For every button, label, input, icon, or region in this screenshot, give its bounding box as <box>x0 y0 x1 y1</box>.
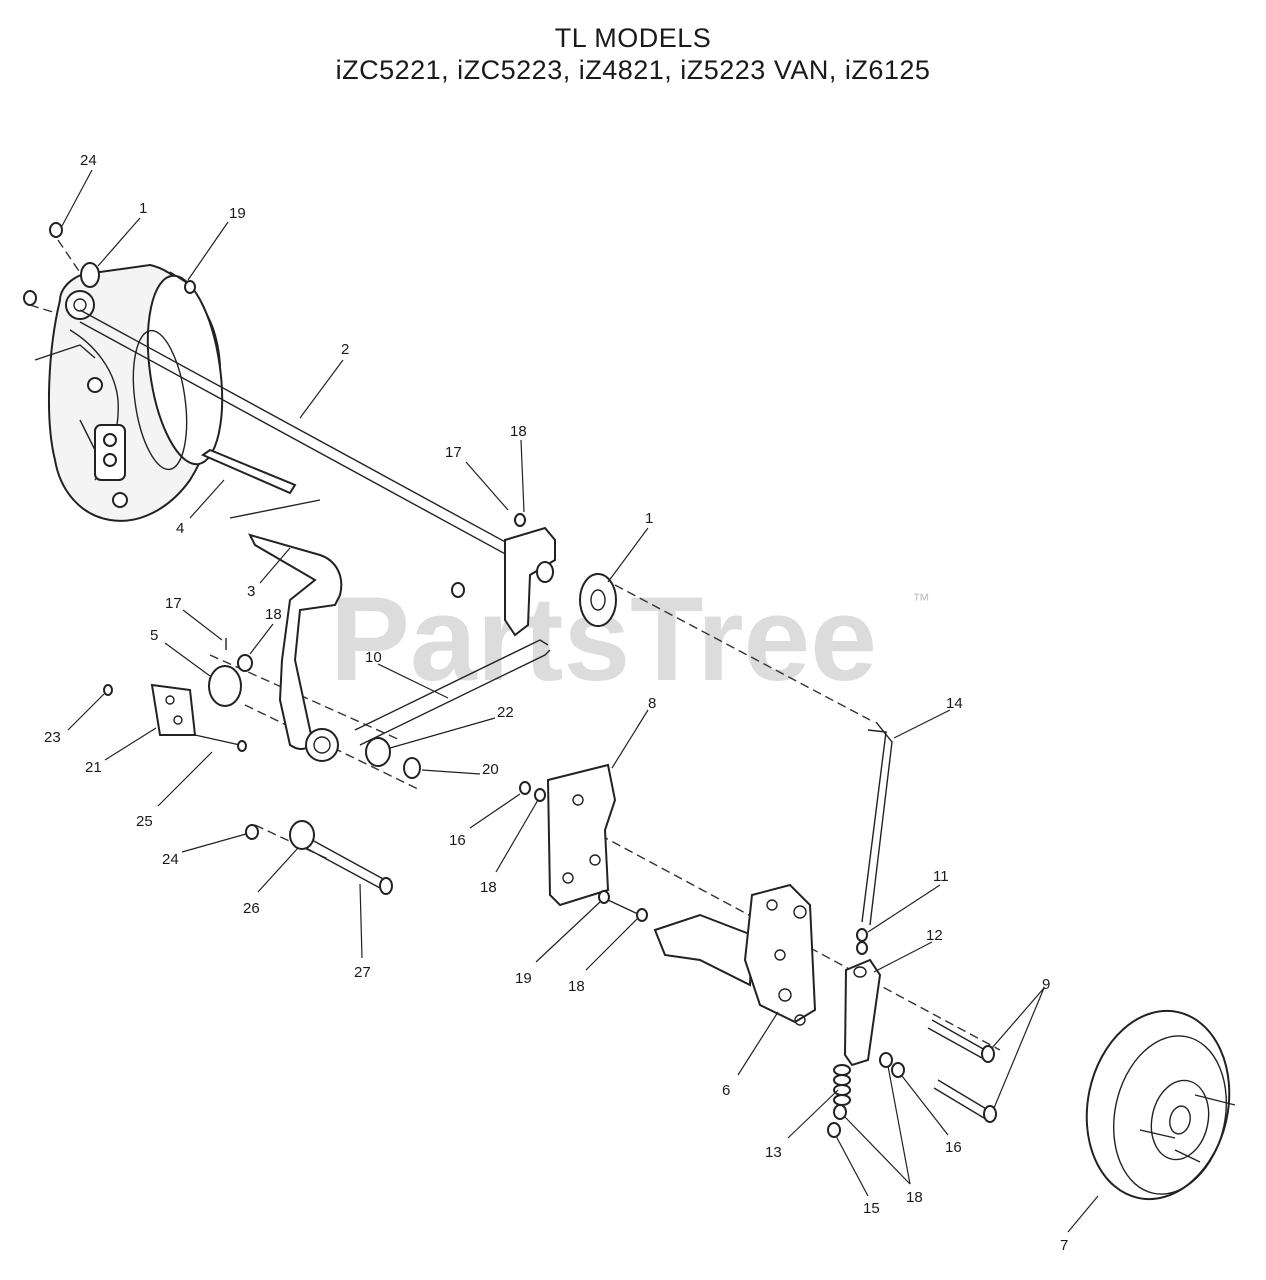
callout-26: 26 <box>243 900 260 917</box>
part-21-bracket <box>103 683 247 752</box>
callout-24: 24 <box>162 851 179 868</box>
callout-22: 22 <box>497 704 514 721</box>
callout-19: 19 <box>229 205 246 222</box>
callout-3: 3 <box>247 583 255 600</box>
callout-8: 8 <box>648 695 656 712</box>
callout-9: 9 <box>1042 976 1050 993</box>
callout-24: 24 <box>80 152 97 169</box>
callout-1: 1 <box>645 510 653 527</box>
part-26-spacer <box>289 820 315 850</box>
title-block: TL MODELS iZC5221, iZC5223, iZ4821, iZ52… <box>0 22 1266 86</box>
callout-12: 12 <box>926 927 943 944</box>
callout-10: 10 <box>365 649 382 666</box>
callout-16: 16 <box>945 1139 962 1156</box>
pivot-bracket <box>451 513 556 637</box>
part-1-flange-upper <box>80 262 100 288</box>
callout-25: 25 <box>136 813 153 830</box>
callout-6: 6 <box>722 1082 730 1099</box>
callout-14: 14 <box>946 695 963 712</box>
part-1-flange-lower <box>579 573 617 627</box>
part-27-bolt <box>305 839 393 895</box>
callouts: 24 1 19 2 17 18 1 4 3 17 18 5 10 22 23 2… <box>44 152 1068 1254</box>
part-10-rod <box>354 639 551 746</box>
part-5-bushing <box>208 638 253 707</box>
callout-19: 19 <box>515 970 532 987</box>
callout-18: 18 <box>265 606 282 623</box>
callout-13: 13 <box>765 1144 782 1161</box>
part-4 <box>200 448 321 519</box>
callout-27: 27 <box>354 964 371 981</box>
part-19-bolt-lower <box>598 890 648 922</box>
callout-18: 18 <box>510 423 527 440</box>
part-7-pulley <box>1085 1009 1236 1201</box>
callout-11: 11 <box>933 868 949 885</box>
callout-1: 1 <box>139 200 147 217</box>
callout-15: 15 <box>863 1200 880 1217</box>
callout-2: 2 <box>341 341 349 358</box>
model-list: iZC5221, iZC5223, iZ4821, iZ5223 VAN, iZ… <box>335 55 931 85</box>
part-20-clip <box>403 757 421 779</box>
part-19-bolt-upper <box>169 271 196 294</box>
callout-20: 20 <box>482 761 499 778</box>
callout-5: 5 <box>150 627 158 644</box>
callout-7: 7 <box>1060 1237 1068 1254</box>
part-13-spring <box>833 1064 851 1106</box>
part-11-washer <box>856 928 868 955</box>
part-22-washer <box>365 737 391 767</box>
callout-21: 21 <box>85 759 102 776</box>
part-16-nut-lower <box>891 1062 905 1078</box>
part-14-rod <box>861 721 893 926</box>
callout-16: 16 <box>449 832 466 849</box>
part-15-nut <box>827 1122 841 1138</box>
callout-17: 17 <box>445 444 462 461</box>
transmission-housing <box>34 263 224 522</box>
diagram-title: TL MODELS <box>554 23 712 53</box>
part-8-plate <box>519 763 617 907</box>
part-9-bolts <box>927 1019 997 1123</box>
callout-23: 23 <box>44 729 61 746</box>
callout-18: 18 <box>906 1189 923 1206</box>
part-6-arm <box>653 883 817 1026</box>
callout-17: 17 <box>165 595 182 612</box>
callout-18: 18 <box>480 879 497 896</box>
part-24-nut-lower <box>245 824 259 840</box>
watermark-trademark: ™ <box>912 590 930 610</box>
callout-4: 4 <box>176 520 184 537</box>
part-24-nut-upper <box>23 222 63 306</box>
leader-lines <box>61 169 1099 1233</box>
callout-18: 18 <box>568 978 585 995</box>
part-18-washer-lower <box>833 1052 893 1120</box>
part-12-link <box>843 958 882 1067</box>
part-3-lever <box>248 533 343 762</box>
